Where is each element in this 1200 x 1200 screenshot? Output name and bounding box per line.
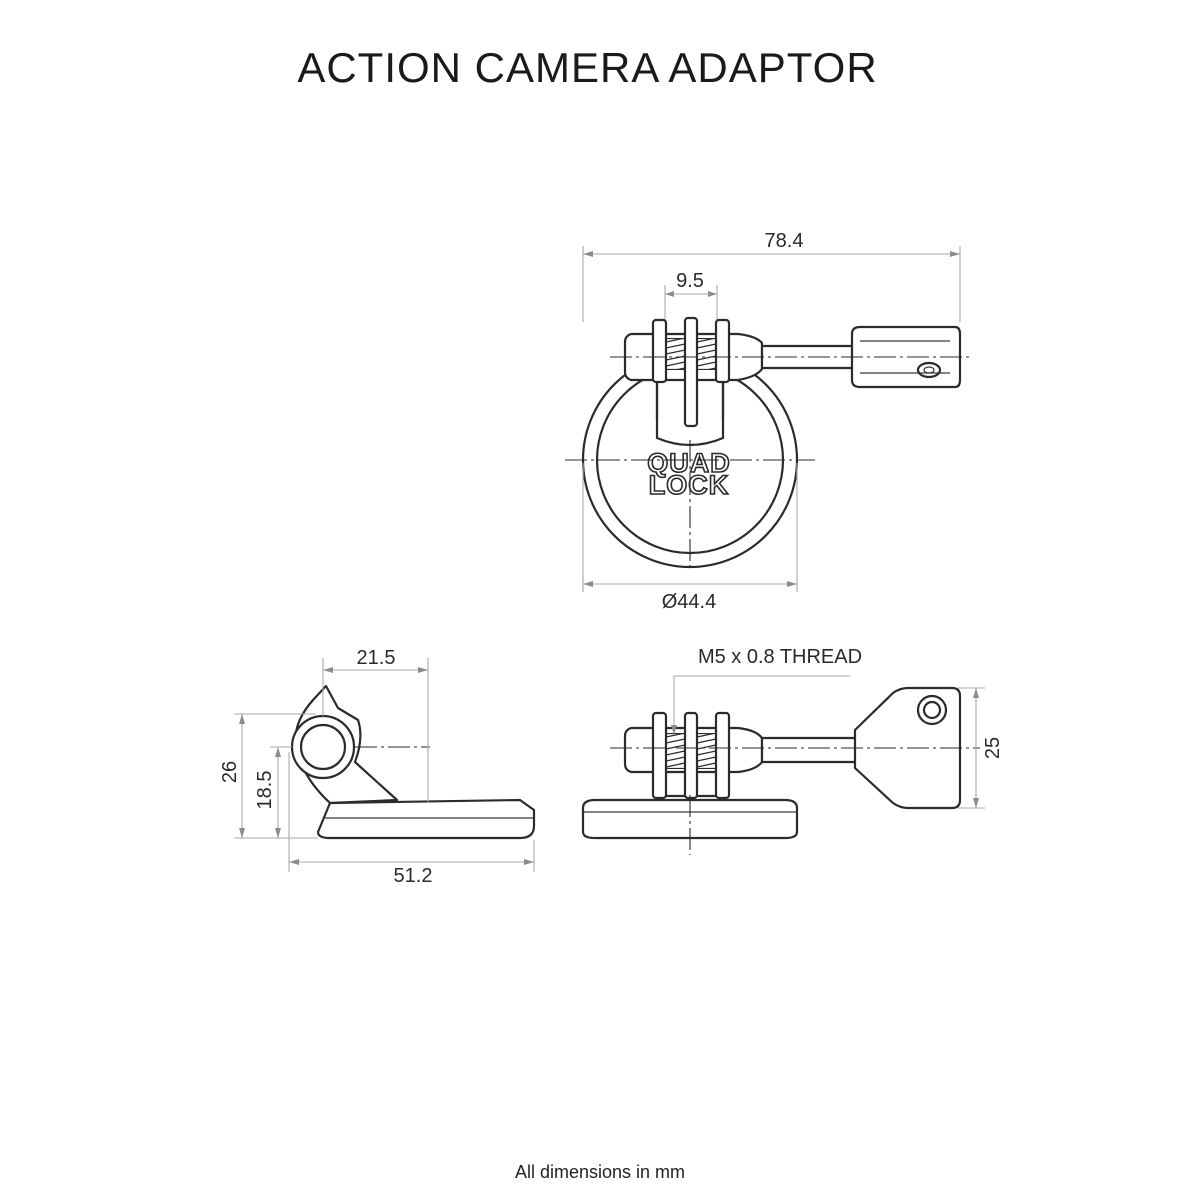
thread-marks-front xyxy=(666,733,716,769)
top-view: 78.4 9.5 QUAD LOCK xyxy=(565,230,970,613)
units-note: All dimensions in mm xyxy=(514,1162,686,1182)
quad-lock-logo: QUAD LOCK xyxy=(646,447,731,501)
thread-marks-top xyxy=(666,338,716,370)
mount-prongs xyxy=(651,316,731,428)
logo-line-1: QUAD xyxy=(647,448,731,478)
dim-text-9-5: 9.5 xyxy=(676,270,704,292)
dim-text-25: 25 xyxy=(982,737,1004,759)
front-view: M5 x 0.8 THREAD 25 xyxy=(581,646,1004,855)
dimension-pivot-offset: 21.5 xyxy=(322,647,429,803)
dimension-diameter: Ø44.4 xyxy=(582,463,798,613)
dimension-tab-width: 9.5 xyxy=(664,270,718,322)
dimension-pivot-height: 18.5 xyxy=(254,746,292,838)
dim-text-18-5: 18.5 xyxy=(254,771,276,810)
dim-text-78-4: 78.4 xyxy=(765,230,804,252)
thread-callout: M5 x 0.8 THREAD xyxy=(671,646,862,735)
dimension-overall-length: 78.4 xyxy=(582,230,961,322)
dimension-key-height: 25 xyxy=(958,687,1004,809)
side-view: 21.5 26 18.5 51.2 xyxy=(219,647,536,887)
drawing-title: ACTION CAMERA ADAPTOR xyxy=(297,44,878,91)
logo-line-2: LOCK xyxy=(649,470,730,500)
dim-text-diameter: Ø44.4 xyxy=(662,591,716,613)
dimension-base-length: 51.2 xyxy=(288,752,535,887)
thread-note: M5 x 0.8 THREAD xyxy=(698,646,862,668)
dim-text-51-2: 51.2 xyxy=(394,865,433,887)
dim-text-21-5: 21.5 xyxy=(357,647,396,669)
dimension-total-height: 26 xyxy=(219,713,318,839)
dim-text-26: 26 xyxy=(219,761,241,783)
